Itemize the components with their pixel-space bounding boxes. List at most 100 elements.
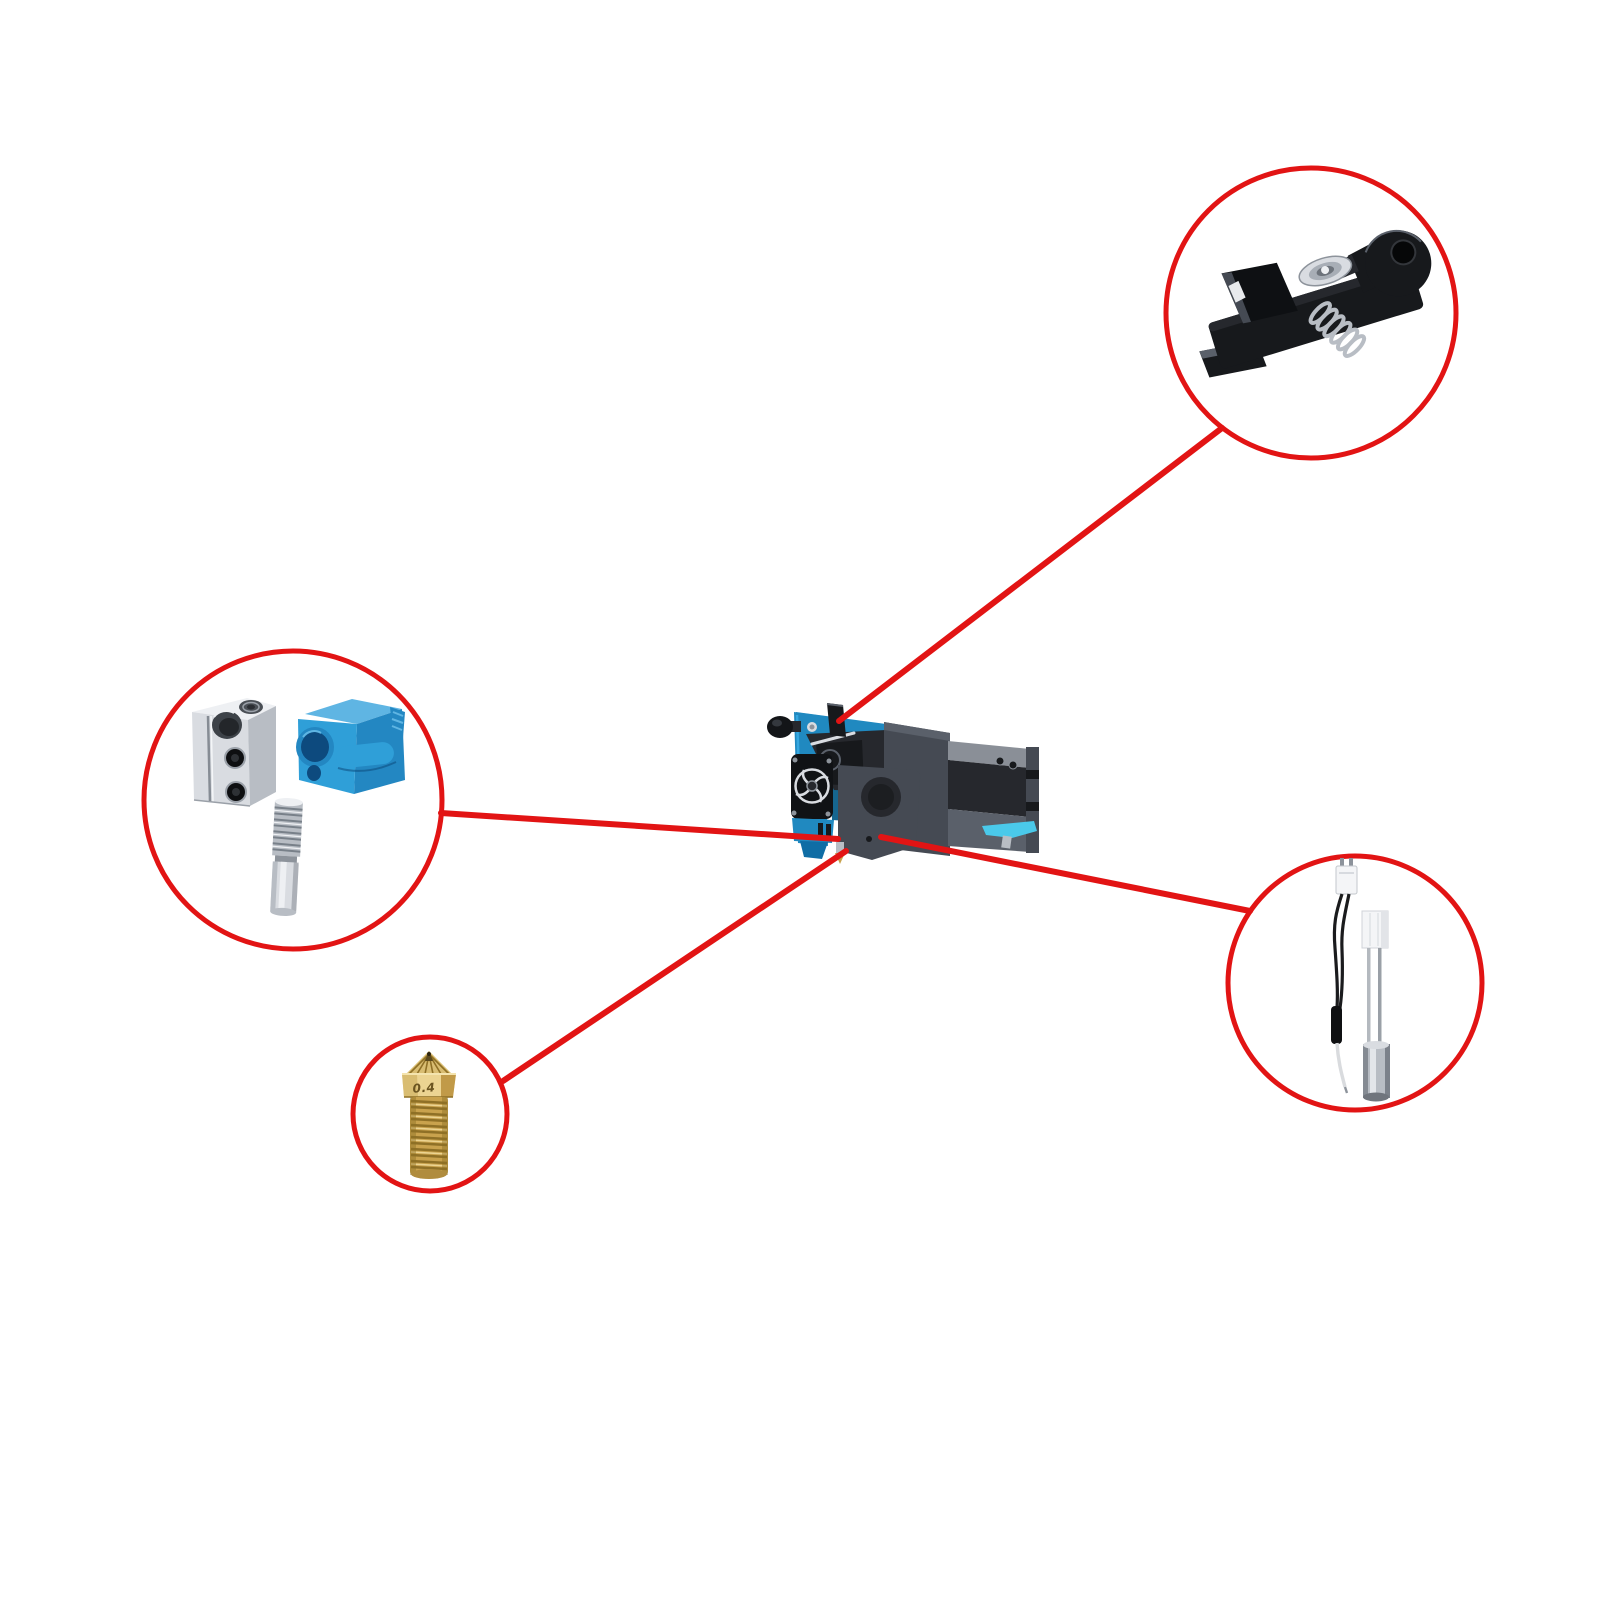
blower-vent-inner (868, 784, 894, 810)
heater-block-bore-inner (219, 718, 239, 736)
fan-screw (791, 810, 797, 816)
knob-highlight (772, 719, 782, 727)
lever-pivot-hole (1390, 239, 1417, 266)
set-screw-socket (232, 788, 240, 796)
nozzle-thread-line (410, 1165, 448, 1171)
thermistor-connector (1335, 865, 1358, 895)
nozzle-cone-groove (428, 1053, 450, 1075)
nozzle-thread-bottom (411, 1169, 447, 1179)
rail-belt-clip (982, 821, 1037, 838)
thermistor-wire (1338, 893, 1351, 1009)
lever-spring (1308, 301, 1367, 358)
heatsink-slot (818, 823, 823, 838)
throat-thread (273, 830, 302, 835)
thermistor-tip (1343, 1086, 1349, 1094)
lever-rod (810, 731, 856, 746)
lever-bearing-screw (1321, 266, 1330, 275)
set-screw-socket (231, 754, 239, 762)
part-thermistor-heater (1331, 858, 1390, 1102)
nozzle-thread-highlight (410, 1139, 448, 1143)
fan-screw (825, 811, 831, 817)
sock-rib (391, 718, 404, 724)
top-hole-center (247, 704, 255, 710)
thermistor (1331, 858, 1358, 1094)
mounting-rail-groove (948, 760, 1030, 817)
thermistor-sleeve (1331, 1006, 1342, 1044)
nozzle-thread-line (410, 1099, 448, 1105)
cartridge-highlight (1370, 1044, 1376, 1098)
cartridge-body (1363, 1044, 1390, 1098)
rail-screw (995, 756, 1005, 766)
ceramic-shade (1381, 911, 1388, 948)
nozzle-thread-line (410, 1105, 448, 1111)
lever-riser-slot (1228, 280, 1246, 303)
throat-tube (270, 798, 303, 916)
cartridge-right-shade (1385, 1044, 1390, 1098)
nozzle-cone-groove (408, 1053, 430, 1075)
callout-circle-lever (1163, 165, 1459, 461)
extruder-hotend-assembly (767, 703, 1039, 864)
cartridge-leg (1378, 948, 1382, 1045)
cartridge-top-cap (1363, 1041, 1389, 1049)
heater-block-slit-highlight (210, 715, 214, 803)
rail-end-cap (1026, 747, 1039, 853)
part-heater-block-kit (192, 698, 405, 916)
nozzle-thread-left-shade (410, 1097, 416, 1175)
sock-ridge-shadow (337, 761, 397, 772)
bore-highlight (213, 710, 235, 718)
spring-coil (1342, 334, 1367, 358)
heater-block-bottom-edge (193, 799, 251, 807)
mounting-rail-top (948, 741, 1030, 768)
nozzle-thread-highlight (410, 1151, 448, 1155)
heater-cartridge (1361, 910, 1390, 1102)
sock-small-hole (307, 765, 321, 781)
callout-lines (438, 425, 1253, 1084)
callout-circle-thermistor (1225, 853, 1485, 1113)
frame-screw-center (809, 724, 815, 730)
nozzle-hex-facet-right (441, 1074, 456, 1097)
connector-pin (1340, 858, 1344, 867)
callout-line-thermistor (878, 834, 1253, 914)
nozzle-thread-highlight (410, 1163, 448, 1167)
nozzle-thread-highlight (410, 1115, 448, 1119)
fan-guard-ring-icon (794, 768, 830, 804)
nozzle-cone (405, 1051, 453, 1075)
nozzle-thread-highlight (410, 1103, 448, 1107)
throat-thread (273, 818, 303, 823)
cartridge-bottom (1363, 1092, 1389, 1102)
nozzle-thread-line (410, 1135, 448, 1141)
throat-thread (272, 848, 301, 853)
sock-top-face (305, 699, 402, 724)
part-nozzle: 0.4 (402, 1051, 456, 1179)
throat-thread (272, 836, 302, 841)
thermistor-wire (1332, 893, 1344, 1009)
throat-thread-highlight (273, 821, 302, 826)
fan-hub (806, 780, 818, 792)
sock-hole-highlight (302, 730, 322, 738)
sock-rib (391, 725, 403, 731)
callout-circle-heater-block (141, 648, 445, 952)
throat-thread (273, 824, 302, 829)
sock-front-hole (301, 732, 329, 762)
throat-thread (274, 812, 303, 817)
lever-tab-edge (826, 703, 844, 707)
callout-line-heater-block (438, 810, 841, 842)
cartridge-left-shade (1363, 1044, 1368, 1098)
rail-clip-tab (1001, 835, 1012, 849)
nozzle-tip-orifice (427, 1052, 431, 1056)
nozzle-thread-line (410, 1159, 448, 1165)
nozzle-thread-line (410, 1123, 448, 1129)
rail-screw (1008, 760, 1018, 770)
heater-block (192, 698, 276, 807)
nozzle-thread-right-shade (442, 1097, 448, 1175)
nozzle-thread-line (410, 1141, 448, 1147)
nozzle-hex-facet-left (402, 1074, 418, 1097)
throat-thread (274, 806, 303, 811)
tension-knob (767, 716, 793, 738)
sock-side-ridge (336, 742, 394, 768)
callout-circle-nozzle (350, 1034, 510, 1194)
heater-block-slit (206, 715, 212, 803)
sock-rib (392, 711, 404, 717)
